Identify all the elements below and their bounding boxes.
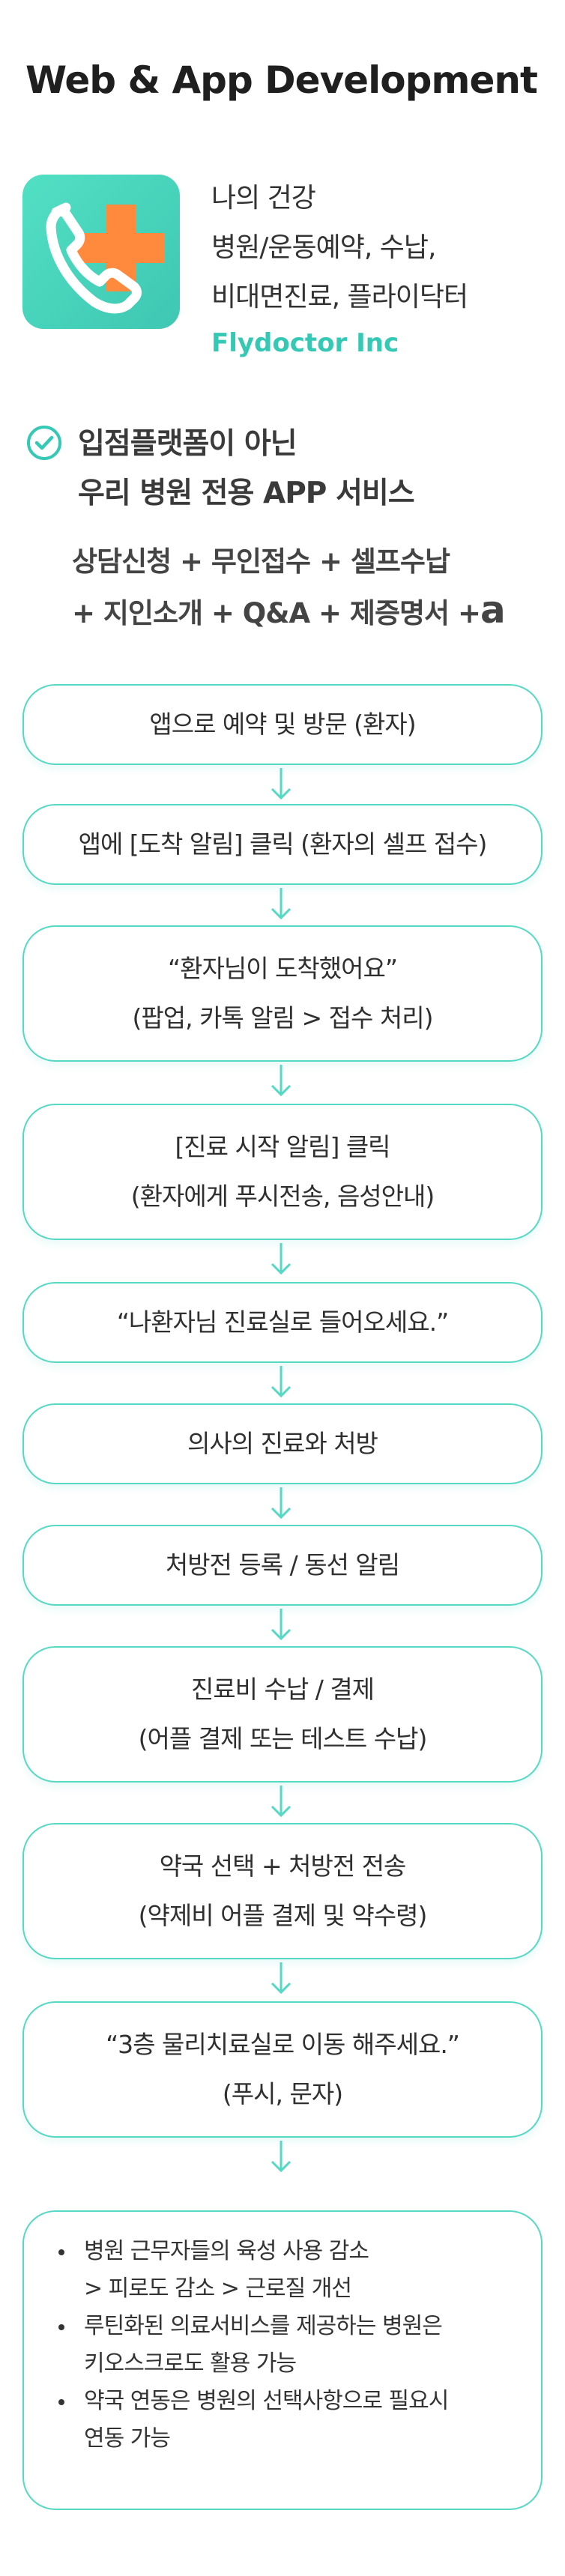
flow-step: 앱에 [도착 알림] 클릭 (환자의 셀프 접수) xyxy=(22,804,543,885)
app-info: 나의 건강 병원/운동예약, 수납, 비대면진료, 플라이닥터 Flydocto… xyxy=(211,174,468,364)
flow-step-text: 약국 선택 + 처방전 전송 xyxy=(159,1851,407,1881)
note-item: 병원 근무자들의 육성 사용 감소 > 피로도 감소 > 근로질 개선 xyxy=(58,2233,519,2308)
headline-line: 입점플랫폼이 아닌 xyxy=(78,427,297,461)
flow-step: 앱으로 예약 및 방문 (환자) xyxy=(22,684,543,765)
app-info-line: 비대면진료, 플라이닥터 xyxy=(211,282,468,312)
arrow-down-icon xyxy=(271,1366,291,1398)
feature-list: 상담신청 + 무인접수 + 셀프수납 + 지인소개 + Q&A + 제증명서 +… xyxy=(72,538,506,638)
flow-step: “3층 물리치료실로 이동 해주세요.” (푸시, 문자) xyxy=(22,2001,543,2138)
flow-step: “나환자님 진료실로 들어오세요.” xyxy=(22,1282,543,1363)
flow-step-text: 의사의 진료와 처방 xyxy=(187,1429,378,1458)
note-item: 루틴화된 의료서비스를 제공하는 병원은 키오스크로도 활용 가능 xyxy=(58,2308,519,2383)
note-line: 루틴화된 의료서비스를 제공하는 병원은 xyxy=(84,2313,443,2339)
arrow-down-icon xyxy=(271,1962,291,1995)
flow-step-text: (약제비 어플 결제 및 약수령) xyxy=(138,1901,428,1930)
flow-step: 진료비 수납 / 결제 (어플 결제 또는 테스트 수납) xyxy=(22,1646,543,1783)
benefit-notes: 병원 근무자들의 육성 사용 감소 > 피로도 감소 > 근로질 개선 루틴화된… xyxy=(22,2210,543,2510)
flow-step-text: “환자님이 도착했어요” xyxy=(168,954,398,983)
feature-line-end: a xyxy=(480,588,506,632)
arrow-down-icon xyxy=(271,1243,291,1275)
flow-step-text: 진료비 수납 / 결제 xyxy=(190,1675,375,1704)
arrow-down-icon xyxy=(271,1065,291,1097)
flow-step-text: “나환자님 진료실로 들어오세요.” xyxy=(116,1307,449,1337)
app-info-line: 나의 건강 xyxy=(211,183,316,214)
note-item: 약국 연동은 병원의 선택사항으로 필요시 연동 가능 xyxy=(58,2383,519,2458)
flow-step-text: (푸시, 문자) xyxy=(222,2079,343,2108)
flow-step-text: 앱으로 예약 및 방문 (환자) xyxy=(149,710,416,739)
flow-step-text: (환자에게 푸시전송, 음성안내) xyxy=(130,1182,435,1211)
flow-step-text: (팝업, 카톡 알림 > 접수 처리) xyxy=(132,1003,434,1032)
headline: 입점플랫폼이 아닌 우리 병원 전용 APP 서비스 xyxy=(78,420,415,518)
app-info-line: 병원/운동예약, 수납, xyxy=(211,232,436,263)
flow-step: 약국 선택 + 처방전 전송 (약제비 어플 결제 및 약수령) xyxy=(22,1823,543,1959)
arrow-down-icon xyxy=(271,1487,291,1520)
flow-step-text: 앱에 [도착 알림] 클릭 (환자의 셀프 접수) xyxy=(78,829,488,859)
note-line: > 피로도 감소 > 근로질 개선 xyxy=(84,2276,352,2302)
arrow-down-icon xyxy=(271,1786,291,1818)
note-line: 연동 가능 xyxy=(84,2425,171,2452)
flow-step-text: 처방전 등록 / 동선 알림 xyxy=(165,1550,400,1579)
flow-step: 의사의 진료와 처방 xyxy=(22,1403,543,1484)
note-line: 병원 근무자들의 육성 사용 감소 xyxy=(84,2238,369,2264)
arrow-down-icon xyxy=(271,1609,291,1641)
arrow-down-icon xyxy=(271,768,291,800)
flow-step-text: “3층 물리치료실로 이동 해주세요.” xyxy=(106,2030,460,2059)
flow-step: 처방전 등록 / 동선 알림 xyxy=(22,1525,543,1606)
arrow-down-icon xyxy=(271,888,291,920)
company-name: Flydoctor Inc xyxy=(211,328,399,358)
flow-step: [진료 시작 알림] 클릭 (환자에게 푸시전송, 음성안내) xyxy=(22,1104,543,1240)
flow-step-text: (어플 결제 또는 테스트 수납) xyxy=(138,1724,428,1753)
page-title: Web & App Development xyxy=(25,58,538,102)
feature-line: + 지인소개 + Q&A + 제증명서 +a xyxy=(72,586,506,638)
feature-line: 상담신청 + 무인접수 + 셀프수납 xyxy=(72,545,450,578)
headline-line: 우리 병원 전용 APP 서비스 xyxy=(78,477,415,510)
check-circle-icon xyxy=(27,426,61,460)
note-line: 약국 연동은 병원의 선택사항으로 필요시 xyxy=(84,2388,449,2414)
arrow-down-icon xyxy=(271,2141,291,2173)
feature-line-text: + 지인소개 + Q&A + 제증명서 + xyxy=(72,597,481,629)
phone-medical-cross-icon xyxy=(46,202,165,314)
note-line: 키오스크로도 활용 가능 xyxy=(84,2350,297,2377)
flow-step-text: [진료 시작 알림] 클릭 xyxy=(175,1132,390,1161)
app-icon[interactable] xyxy=(22,175,180,329)
flow-step: “환자님이 도착했어요” (팝업, 카톡 알림 > 접수 처리) xyxy=(22,925,543,1062)
